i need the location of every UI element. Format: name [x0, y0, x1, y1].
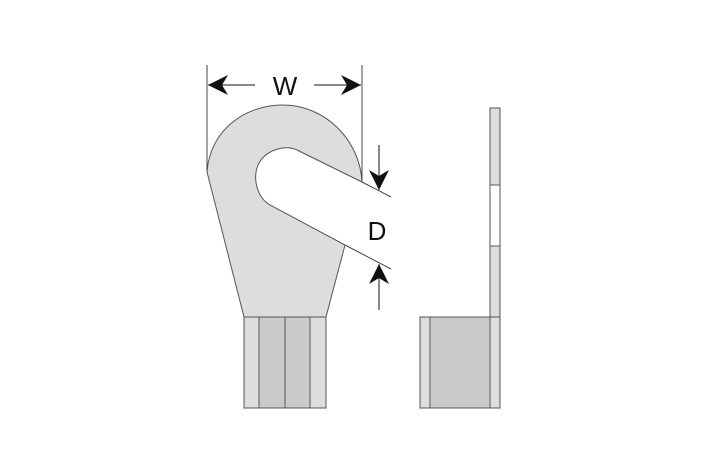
side-tab-lower [489, 245, 501, 318]
side-tab-hole [489, 184, 501, 247]
side-tab-upper [489, 107, 501, 186]
slot-upper-extension-line [361, 181, 392, 198]
slot-lower-extension-line [344, 244, 392, 270]
hook-body [206, 104, 363, 318]
width-label: W [273, 71, 298, 101]
side-view [419, 107, 501, 409]
diameter-label: D [368, 216, 387, 246]
barrel-front [243, 316, 327, 409]
